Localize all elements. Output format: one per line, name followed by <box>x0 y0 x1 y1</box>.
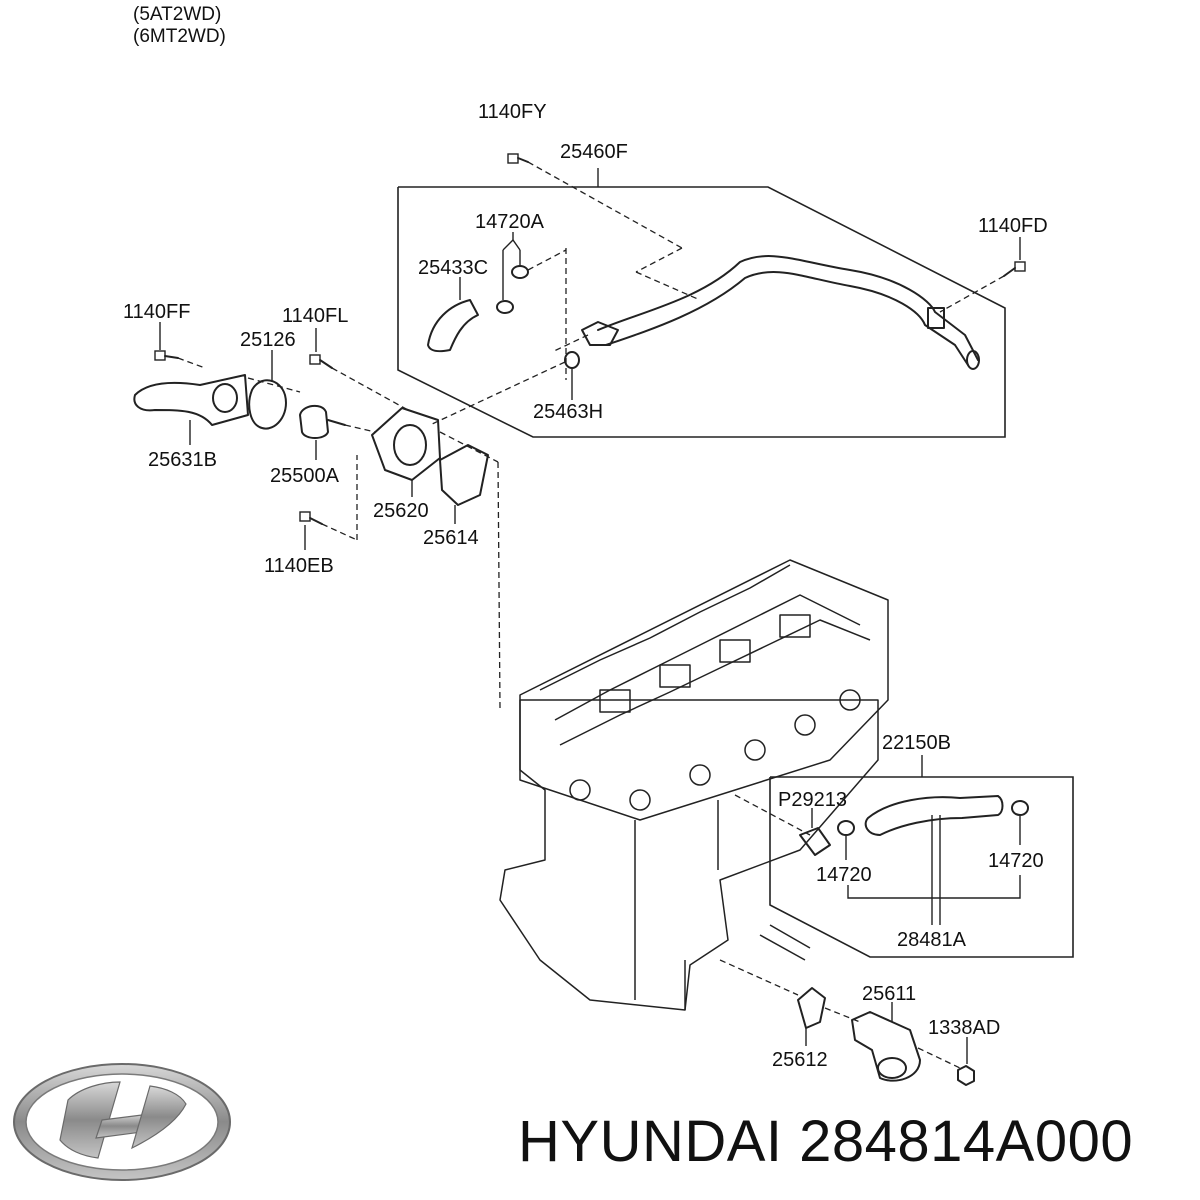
variant-label-6mt2wd: (6MT2WD) <box>133 26 226 47</box>
dash-1140fd <box>939 275 1005 313</box>
clamp-14720-left <box>837 820 855 836</box>
housing-bore <box>393 424 427 466</box>
bolt-1140ff-icon <box>154 350 179 361</box>
label-25614: 25614 <box>423 527 479 549</box>
label-28481a: 28481A <box>897 929 967 951</box>
label-1140fd: 1140FD <box>978 215 1048 237</box>
outlet-pipe-flange <box>212 383 238 413</box>
pipe-end <box>966 350 980 370</box>
bolt-1140fd-icon <box>1003 261 1026 277</box>
label-1338ad: 1338AD <box>928 1017 1000 1039</box>
clamp-14720a-lower <box>496 300 514 314</box>
dash-25614 <box>439 431 499 463</box>
dash-to-head <box>497 461 501 709</box>
hose-25433c <box>427 299 479 353</box>
clamp-14720a-upper <box>511 265 529 279</box>
label-25433c: 25433C <box>418 257 488 279</box>
engine-block-illustration <box>499 559 889 1011</box>
dash-1140eb <box>321 523 358 541</box>
brand-part-number-caption: HYUNDAI 284814A000 <box>518 1109 1134 1174</box>
outlet-pipe-25631b <box>133 374 249 426</box>
label-25460f: 25460F <box>560 141 628 163</box>
dash-1140fl <box>331 367 409 411</box>
label-1140fy: 1140FY <box>478 101 547 123</box>
pipe-bracket <box>927 307 945 329</box>
gasket-25126 <box>248 379 287 430</box>
dash-1140fy-c <box>635 271 701 301</box>
dash-1140ff <box>177 357 206 369</box>
label-25620: 25620 <box>373 500 429 522</box>
label-14720-left: 14720 <box>816 864 872 886</box>
hyundai-logo-icon <box>13 1063 231 1181</box>
thermostat-25500a <box>299 404 329 439</box>
dash-thermo <box>344 424 376 433</box>
bolt-1140fy-icon <box>507 153 529 164</box>
fitting-p29213 <box>799 827 831 856</box>
dash-oring <box>429 361 566 426</box>
label-25611: 25611 <box>862 983 916 1005</box>
leader-14720-bracket <box>847 875 1021 899</box>
leader-14720a <box>502 238 521 251</box>
label-p29213: P29213 <box>778 789 847 811</box>
thermostat-stem <box>327 419 346 426</box>
label-1140eb: 1140EB <box>264 555 334 577</box>
dash-25611 <box>917 1047 961 1069</box>
label-1140ff: 1140FF <box>123 301 190 323</box>
label-14720a: 14720A <box>475 211 545 233</box>
nut-1338ad-icon <box>957 1065 975 1086</box>
label-22150b: 22150B <box>882 732 951 754</box>
variant-label-5at2wd: (5AT2WD) <box>133 4 222 25</box>
group-box-25460f <box>397 186 1006 438</box>
clamp-14720-right <box>1011 800 1029 816</box>
hose-28481a <box>864 795 1004 836</box>
o-ring-25463h <box>564 351 580 369</box>
dash-pipe <box>551 334 589 353</box>
pipe-elbow <box>581 321 619 346</box>
label-25463h: 25463H <box>533 401 603 423</box>
gasket-25614 <box>439 444 489 506</box>
label-25126: 25126 <box>240 329 296 351</box>
dash-25612 <box>824 1007 861 1023</box>
label-25612: 25612 <box>772 1049 828 1071</box>
label-1140fl: 1140FL <box>282 305 348 327</box>
bolt-1140eb-icon <box>299 511 323 525</box>
thermostat-housing-25620 <box>371 407 441 481</box>
dash-1140fy-b <box>635 247 683 273</box>
dash-25126 <box>247 377 301 393</box>
fitting-25611-bore <box>877 1057 907 1079</box>
dash-14720a <box>527 249 567 271</box>
bolt-1140fl-icon <box>309 354 333 369</box>
dash-1140fy <box>527 161 683 249</box>
label-25500a: 25500A <box>270 465 340 487</box>
label-25631b: 25631B <box>148 449 217 471</box>
gasket-25612 <box>797 987 826 1029</box>
dash-block-to-25612 <box>719 959 799 996</box>
pipe-25460f-lower <box>605 271 969 366</box>
dash-head-to-hose <box>734 794 811 836</box>
label-14720-right: 14720 <box>988 850 1044 872</box>
fitting-25611 <box>851 1011 921 1082</box>
group-box-22150b <box>769 776 1074 958</box>
pipe-25460f <box>597 255 979 361</box>
